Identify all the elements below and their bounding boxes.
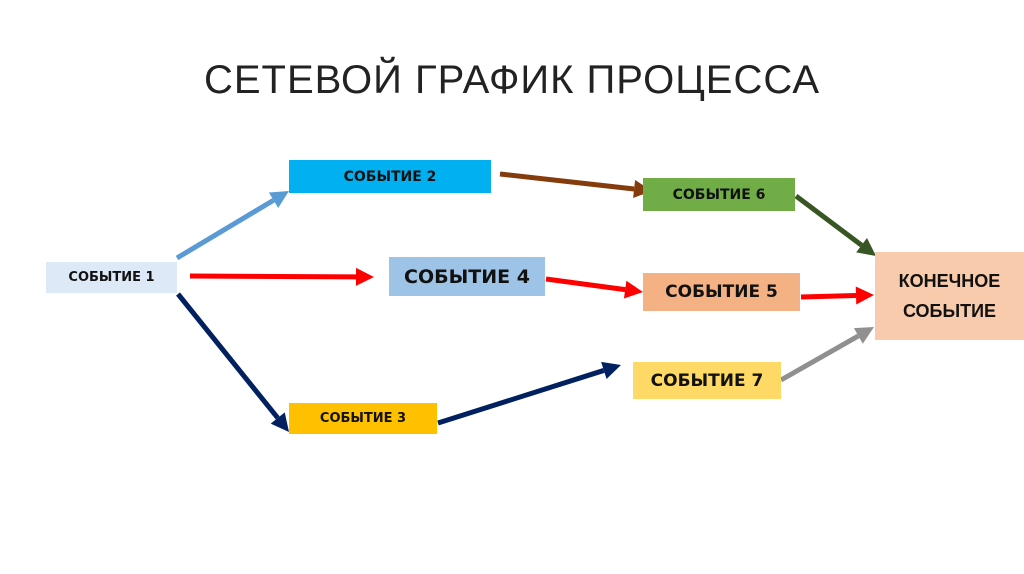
- arrow-shaft: [800, 292, 857, 300]
- arrow-head: [856, 238, 876, 256]
- arrow-e1-to-e3: [176, 292, 289, 432]
- event-5-label: СОБЫТИЕ 5: [665, 282, 778, 302]
- arrow-shaft: [499, 171, 635, 192]
- arrow-head: [268, 191, 289, 208]
- event-4-box: СОБЫТИЕ 4: [389, 257, 545, 296]
- final-event-box: КОНЕЧНОЕ СОБЫТИЕ: [875, 252, 1024, 340]
- arrow-shaft: [779, 333, 860, 383]
- event-4-label: СОБЫТИЕ 4: [404, 265, 530, 288]
- arrow-head: [270, 412, 289, 432]
- arrow-e3-to-e7: [437, 361, 621, 426]
- arrow-shaft: [437, 368, 605, 426]
- event-1-box: СОБЫТИЕ 1: [46, 262, 177, 293]
- arrow-head: [355, 267, 374, 286]
- event-6-label: СОБЫТИЕ 6: [672, 186, 766, 203]
- arrow-e5-to-final: [800, 286, 874, 305]
- arrow-shaft: [189, 273, 357, 280]
- arrow-shaft: [794, 194, 864, 248]
- arrow-e4-to-e5: [545, 276, 643, 299]
- event-1-label: СОБЫТИЕ 1: [68, 270, 155, 285]
- arrow-head: [853, 327, 874, 344]
- arrow-e7-to-final: [779, 327, 874, 383]
- event-7-box: СОБЫТИЕ 7: [633, 362, 781, 399]
- event-2-box: СОБЫТИЕ 2: [289, 160, 491, 193]
- arrow-head: [633, 180, 652, 198]
- arrow-shaft: [545, 276, 626, 293]
- event-7-label: СОБЫТИЕ 7: [650, 370, 764, 391]
- event-5-box: СОБЫТИЕ 5: [643, 273, 800, 311]
- final-event-line-2: СОБЫТИЕ: [902, 301, 997, 321]
- arrow-e1-to-e2: [175, 191, 289, 261]
- final-event-line-1: КОНЕЧНОЕ: [898, 271, 1001, 291]
- event-2-label: СОБЫТИЕ 2: [343, 168, 437, 185]
- event-3-box: СОБЫТИЕ 3: [289, 403, 437, 434]
- page-title: СЕТЕВОЙ ГРАФИК ПРОЦЕССА: [203, 58, 821, 102]
- arrow-head: [623, 280, 643, 299]
- arrow-shaft: [176, 292, 280, 420]
- arrow-e1-to-e4: [189, 267, 374, 286]
- arrow-head: [601, 361, 621, 380]
- arrow-e6-to-final: [794, 194, 876, 256]
- arrow-e2-to-e6: [499, 171, 652, 198]
- arrow-shaft: [175, 198, 275, 261]
- event-3-label: СОБЫТИЕ 3: [319, 411, 407, 426]
- event-6-box: СОБЫТИЕ 6: [643, 178, 795, 211]
- arrow-head: [855, 286, 874, 305]
